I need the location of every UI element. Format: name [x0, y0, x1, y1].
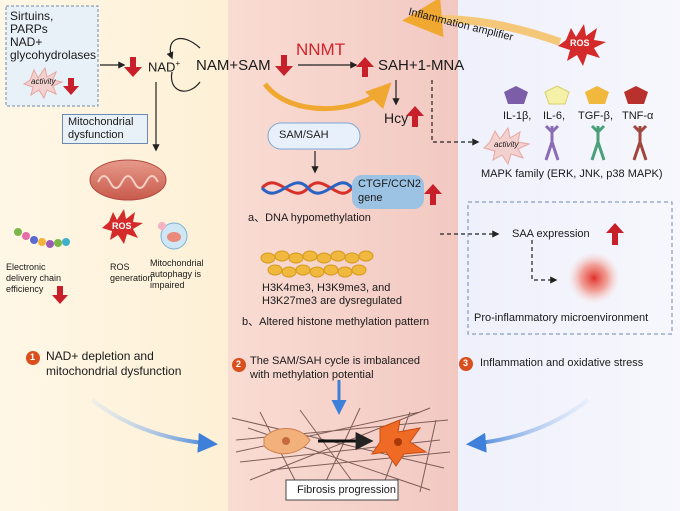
saa-label: SAA expression — [512, 228, 590, 240]
down-arrow-icon — [63, 78, 79, 95]
activity-right-label: activity — [494, 140, 519, 149]
activity-label: activity — [31, 77, 56, 86]
mitochondrion-icon — [89, 159, 167, 201]
histone-marks-line-1: H3K4me3, H3K9me3, and — [262, 282, 391, 294]
panel-inflammation — [458, 0, 680, 511]
tnfa-icon — [624, 86, 648, 104]
hcy-label: Hcy — [384, 110, 409, 126]
ctgf-up-arrow-icon — [424, 184, 442, 205]
dna-hypomethylation-label: a、DNA hypomethylation — [248, 212, 371, 224]
cytokine-il6: IL-6, — [543, 110, 566, 122]
nnmt-label: NNMT — [296, 40, 346, 59]
saa-up-arrow-icon — [606, 223, 624, 245]
section-1-title-line-1: NAD+ depletion and — [46, 349, 154, 363]
electron-chain-icon — [14, 228, 70, 248]
hcy-up-arrow-icon — [406, 106, 424, 127]
ros-burst-right-icon — [558, 24, 606, 66]
il6-icon — [544, 85, 570, 105]
cytokine-il1b: IL-1β, — [503, 110, 532, 122]
section-2-number: 2 — [236, 359, 242, 369]
nad-label: NAD+ — [148, 59, 181, 75]
mapk-receptors-icon — [544, 124, 648, 161]
ctgf-pill — [352, 175, 424, 209]
ros-gen-line-1: ROS — [110, 262, 130, 272]
pro-inflammatory-label: Pro-inflammatory microenvironment — [474, 312, 649, 324]
ctgf-line-1: CTGF/CCN2 — [358, 178, 421, 190]
section-3-number: 3 — [463, 358, 469, 368]
etc-line-2: delivery chain — [6, 273, 62, 283]
enzyme-line-3: NAD+ — [10, 35, 43, 49]
section-1-title-line-2: mitochondrial dysfunction — [46, 364, 182, 378]
nad-down-arrow-icon — [124, 57, 142, 77]
saa-box — [467, 201, 673, 335]
nam-sam-label: NAM+SAM — [196, 57, 271, 74]
etc-line-3: efficiency — [6, 284, 44, 294]
section-3-badge — [459, 357, 473, 371]
nam-sam-down-arrow-icon — [275, 55, 293, 76]
section-3-title: Inflammation and oxidative stress — [480, 357, 644, 369]
tgfb-icon — [585, 86, 609, 104]
mapk-label: MAPK family (ERK, JNK, p38 MAPK) — [481, 168, 663, 180]
enzyme-line-4: glycohydrolases — [10, 48, 97, 62]
il1b-icon — [504, 86, 528, 104]
activity-right-burst-icon — [483, 126, 531, 166]
section-2-badge — [232, 358, 246, 372]
mito-dysfunction-line-2: dysfunction — [68, 129, 124, 141]
etc-line-1: Electronic — [6, 262, 46, 272]
enzyme-line-1: Sirtuins, — [10, 9, 54, 23]
mitophagy-line-3: impaired — [150, 280, 185, 290]
sam-sah-label: SAM/SAH — [279, 129, 329, 141]
section-2-title-line-2: with methylation potential — [250, 369, 374, 381]
ros-gen-line-2: generation — [110, 273, 153, 283]
cytokine-tnfa: TNF-α — [622, 110, 654, 122]
histone-beads-icon — [260, 250, 374, 278]
enzyme-line-2: PARPs — [10, 22, 48, 36]
mitophagy-line-2: autophagy is — [150, 269, 202, 279]
etc-down-arrow-icon — [52, 286, 68, 304]
mitophagy-line-1: Mitochondrial — [150, 258, 204, 268]
activity-burst-icon — [22, 66, 64, 100]
ros-burst-icon — [102, 209, 143, 244]
ros-right-label: ROS — [570, 38, 590, 48]
ctgf-line-2: gene — [358, 192, 383, 204]
mito-dysfunction-box — [62, 114, 148, 144]
sah-up-arrow-icon — [356, 57, 374, 77]
inflammation-glow-icon — [568, 252, 620, 304]
section-1-number: 1 — [30, 352, 36, 362]
section-1-badge — [26, 351, 40, 365]
mito-dysfunction-line-1: Mitochondrial — [68, 116, 134, 128]
sam-sah-pill — [267, 122, 361, 150]
ros-left-label: ROS — [112, 221, 132, 231]
fibrosis-label: Fibrosis progression — [297, 484, 397, 496]
histone-marks-line-2: H3K27me3 are dysregulated — [262, 295, 403, 307]
fibrosis-label-box — [285, 479, 399, 501]
histone-pattern-label: b、Altered histone methylation pattern — [242, 316, 430, 328]
section-2-title-line-1: The SAM/SAH cycle is imbalanced — [250, 355, 420, 367]
dna-helix-icon — [260, 181, 354, 195]
cytokine-tgfb: TGF-β, — [578, 110, 614, 122]
sah-mna-label: SAH+1-MNA — [378, 57, 465, 74]
mitophagy-icon — [158, 222, 188, 250]
